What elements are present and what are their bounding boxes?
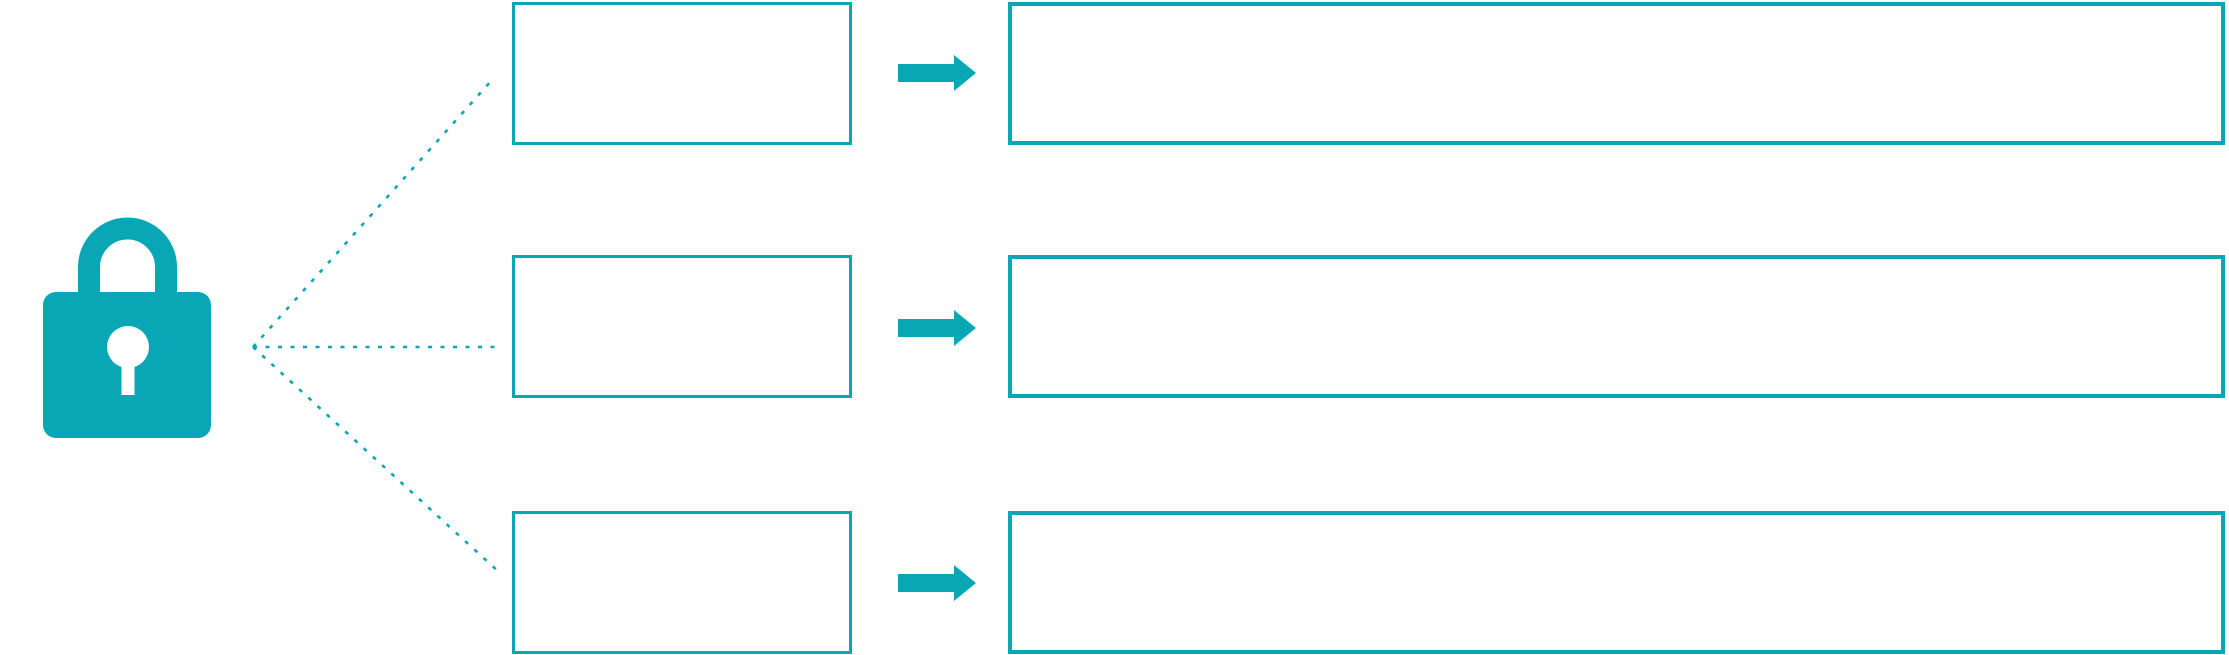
lock-icon <box>43 217 211 438</box>
lock-shackle <box>78 217 177 306</box>
description-box-1 <box>1008 2 2225 145</box>
term-box-2 <box>512 255 852 398</box>
term-box-3 <box>512 511 852 654</box>
description-box-2 <box>1008 255 2225 398</box>
arrow-right-icon <box>898 55 976 91</box>
arrow-right-shape <box>898 310 976 346</box>
lock-keyhole <box>107 326 149 368</box>
description-box-3 <box>1008 511 2225 654</box>
dotted-connector-bottom <box>252 346 501 574</box>
arrow-right-shape <box>898 565 976 601</box>
dotted-connector-top <box>252 79 493 348</box>
arrow-right-icon <box>898 310 976 346</box>
arrow-right-icon <box>898 565 976 601</box>
term-box-1 <box>512 2 852 145</box>
arrow-right-shape <box>898 55 976 91</box>
lock-keyhole-stem <box>121 362 135 395</box>
